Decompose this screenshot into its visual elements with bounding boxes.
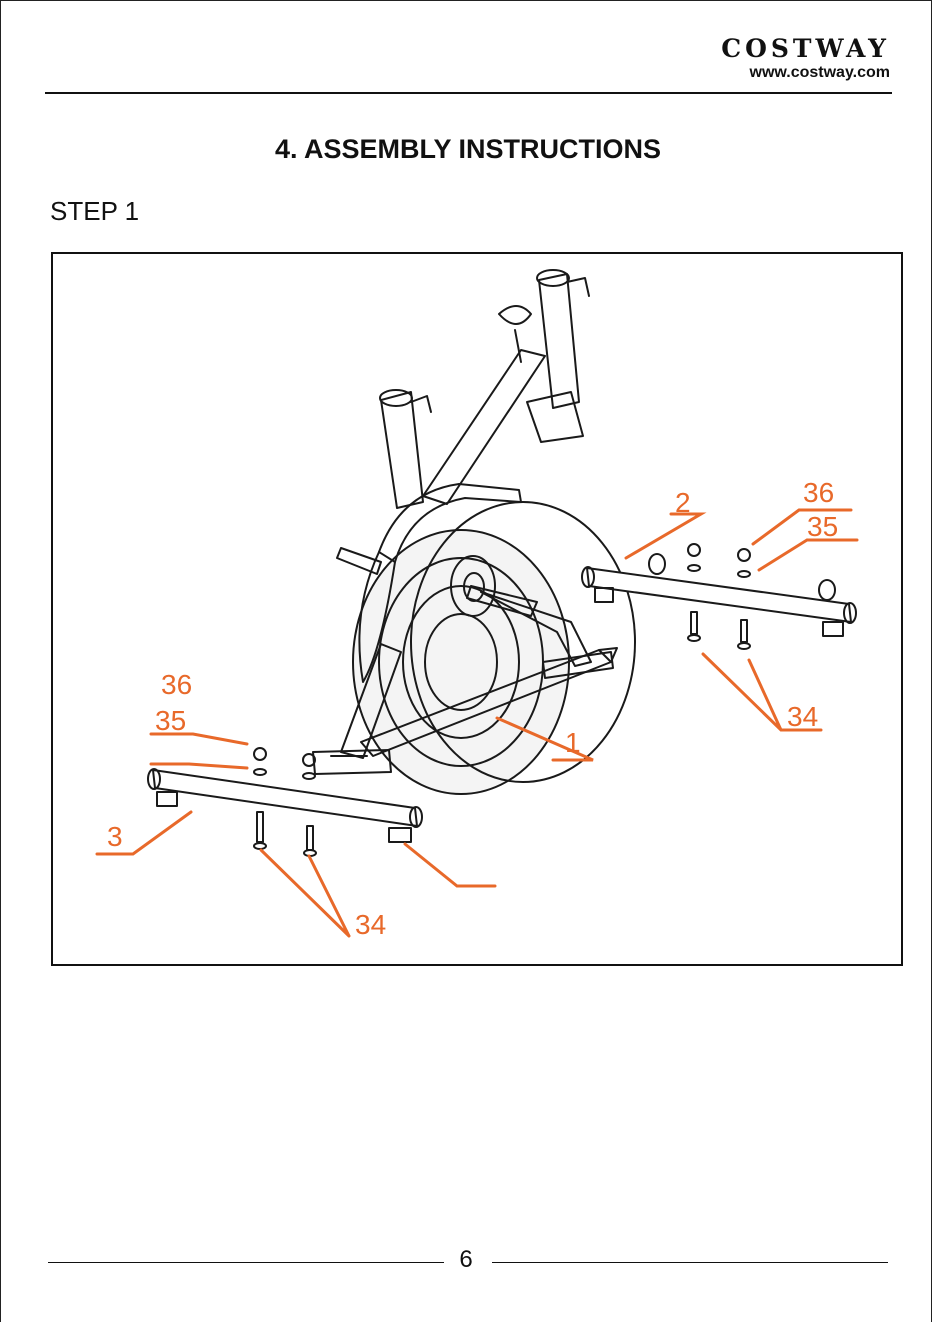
callout-2: 2 xyxy=(675,487,691,518)
callout-3: 3 xyxy=(107,821,123,852)
step-label: STEP 1 xyxy=(50,196,139,227)
section-title: 4. ASSEMBLY INSTRUCTIONS xyxy=(0,134,936,165)
header-divider xyxy=(45,92,892,94)
brand-url: www.costway.com xyxy=(721,64,890,82)
bike-frame-drawing xyxy=(313,270,635,794)
callout-34-left: 34 xyxy=(355,909,386,940)
footer-divider-left xyxy=(48,1262,444,1263)
callout-1: 1 xyxy=(565,727,581,758)
leader-washer-left xyxy=(151,764,247,768)
leader-front-stabilizer xyxy=(626,514,701,558)
leader-end-cap xyxy=(405,844,495,886)
leader-washer-right xyxy=(759,540,857,570)
callout-35-right: 35 xyxy=(807,511,838,542)
callout-34-right: 34 xyxy=(787,701,818,732)
front-stabilizer-drawing xyxy=(582,544,856,649)
assembly-diagram: 2 36 35 34 1 36 35 3 34 xyxy=(51,252,903,966)
callout-35-left: 35 xyxy=(155,705,186,736)
callout-36-right: 36 xyxy=(803,477,834,508)
leader-bolt-left xyxy=(261,850,349,936)
brand-block: COSTWAY www.costway.com xyxy=(721,36,890,82)
footer-divider-right xyxy=(492,1262,888,1263)
page-number: 6 xyxy=(448,1246,484,1274)
callout-36-left: 36 xyxy=(161,669,192,700)
brand-logo: COSTWAY xyxy=(721,36,890,62)
